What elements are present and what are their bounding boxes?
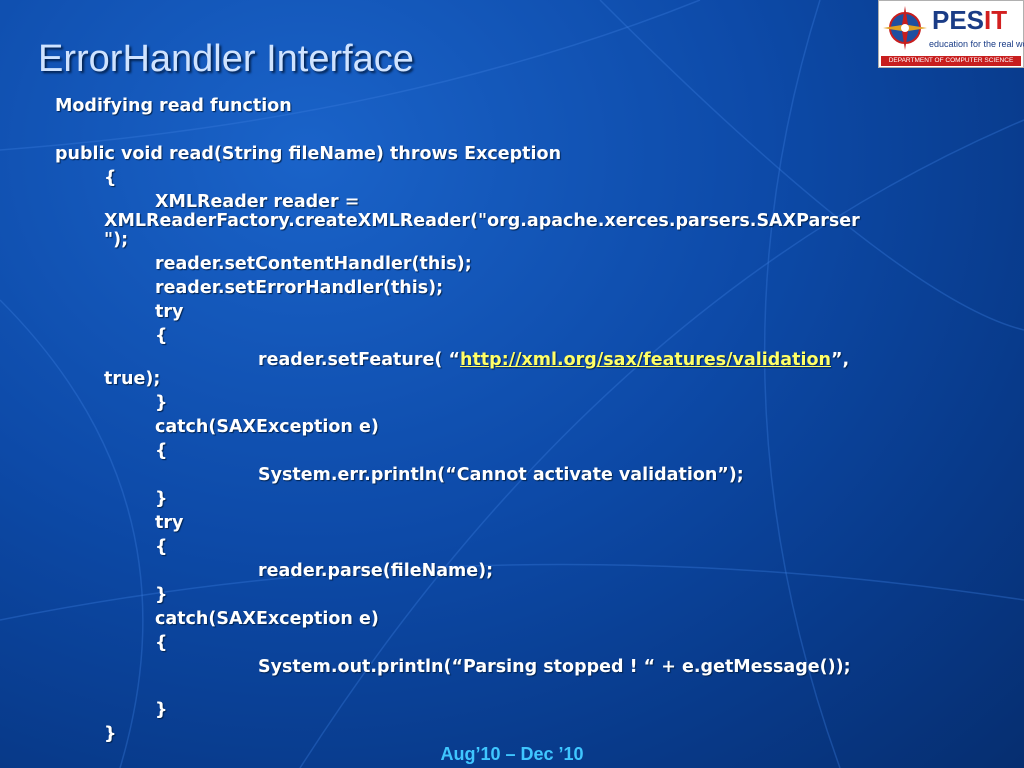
code-parse-call: reader.parse(fileName); — [258, 561, 494, 581]
code-catch-close-brace: } — [155, 489, 168, 509]
code-catch-clause-2: catch(SAXException e) — [155, 609, 379, 629]
code-catch-open-brace: { — [155, 441, 168, 461]
code-try-keyword-2: try — [155, 513, 184, 533]
code-catch-clause: catch(SAXException e) — [155, 417, 379, 437]
validation-feature-link[interactable]: http://xml.org/sax/features/validation — [459, 350, 831, 370]
code-out-println: System.out.println(“Parsing stopped ! “ … — [258, 657, 851, 677]
code-try-close-brace: } — [155, 393, 168, 413]
code-method-signature: public void read(String fileName) throws… — [55, 144, 562, 164]
code-xmlreader-declaration: XMLReader reader = — [155, 192, 360, 212]
slide-footer-date: Aug’10 – Dec ’10 — [440, 744, 584, 764]
logo-department-banner: DEPARTMENT OF COMPUTER SCIENCE — [881, 56, 1021, 66]
code-heading: Modifying read function — [55, 96, 292, 116]
code-try-open-brace: { — [155, 326, 168, 346]
code-err-println: System.err.println(“Cannot activate vali… — [258, 465, 744, 485]
code-method-open-brace: { — [104, 168, 117, 188]
code-set-error-handler: reader.setErrorHandler(this); — [155, 278, 444, 298]
logo-tagline: education for the real world — [929, 39, 1024, 49]
code-catch-close-brace-2: } — [155, 700, 168, 720]
logo-name-it: IT — [984, 5, 1008, 35]
code-set-content-handler: reader.setContentHandler(this); — [155, 254, 472, 274]
compass-emblem-icon — [883, 6, 927, 50]
code-set-feature-line: reader.setFeature( “http://xml.org/sax/f… — [258, 350, 849, 370]
slide-title: ErrorHandler Interface — [38, 38, 414, 80]
code-set-feature-suffix: ”, — [830, 350, 850, 370]
code-method-close-brace: } — [104, 724, 117, 744]
code-xmlreader-end: "); — [104, 230, 129, 250]
code-xmlreader-factory: XMLReaderFactory.createXMLReader("org.ap… — [104, 211, 860, 231]
code-set-feature-prefix: reader.setFeature( “ — [258, 350, 460, 370]
code-try-keyword: try — [155, 302, 184, 322]
code-try-close-brace-2: } — [155, 585, 168, 605]
code-catch-open-brace-2: { — [155, 633, 168, 653]
logo-name-pes: PES — [932, 5, 985, 35]
pesit-logo: PESIT education for the real world DEPAR… — [878, 0, 1024, 68]
code-true-end: true); — [104, 369, 161, 389]
code-try-open-brace-2: { — [155, 537, 168, 557]
